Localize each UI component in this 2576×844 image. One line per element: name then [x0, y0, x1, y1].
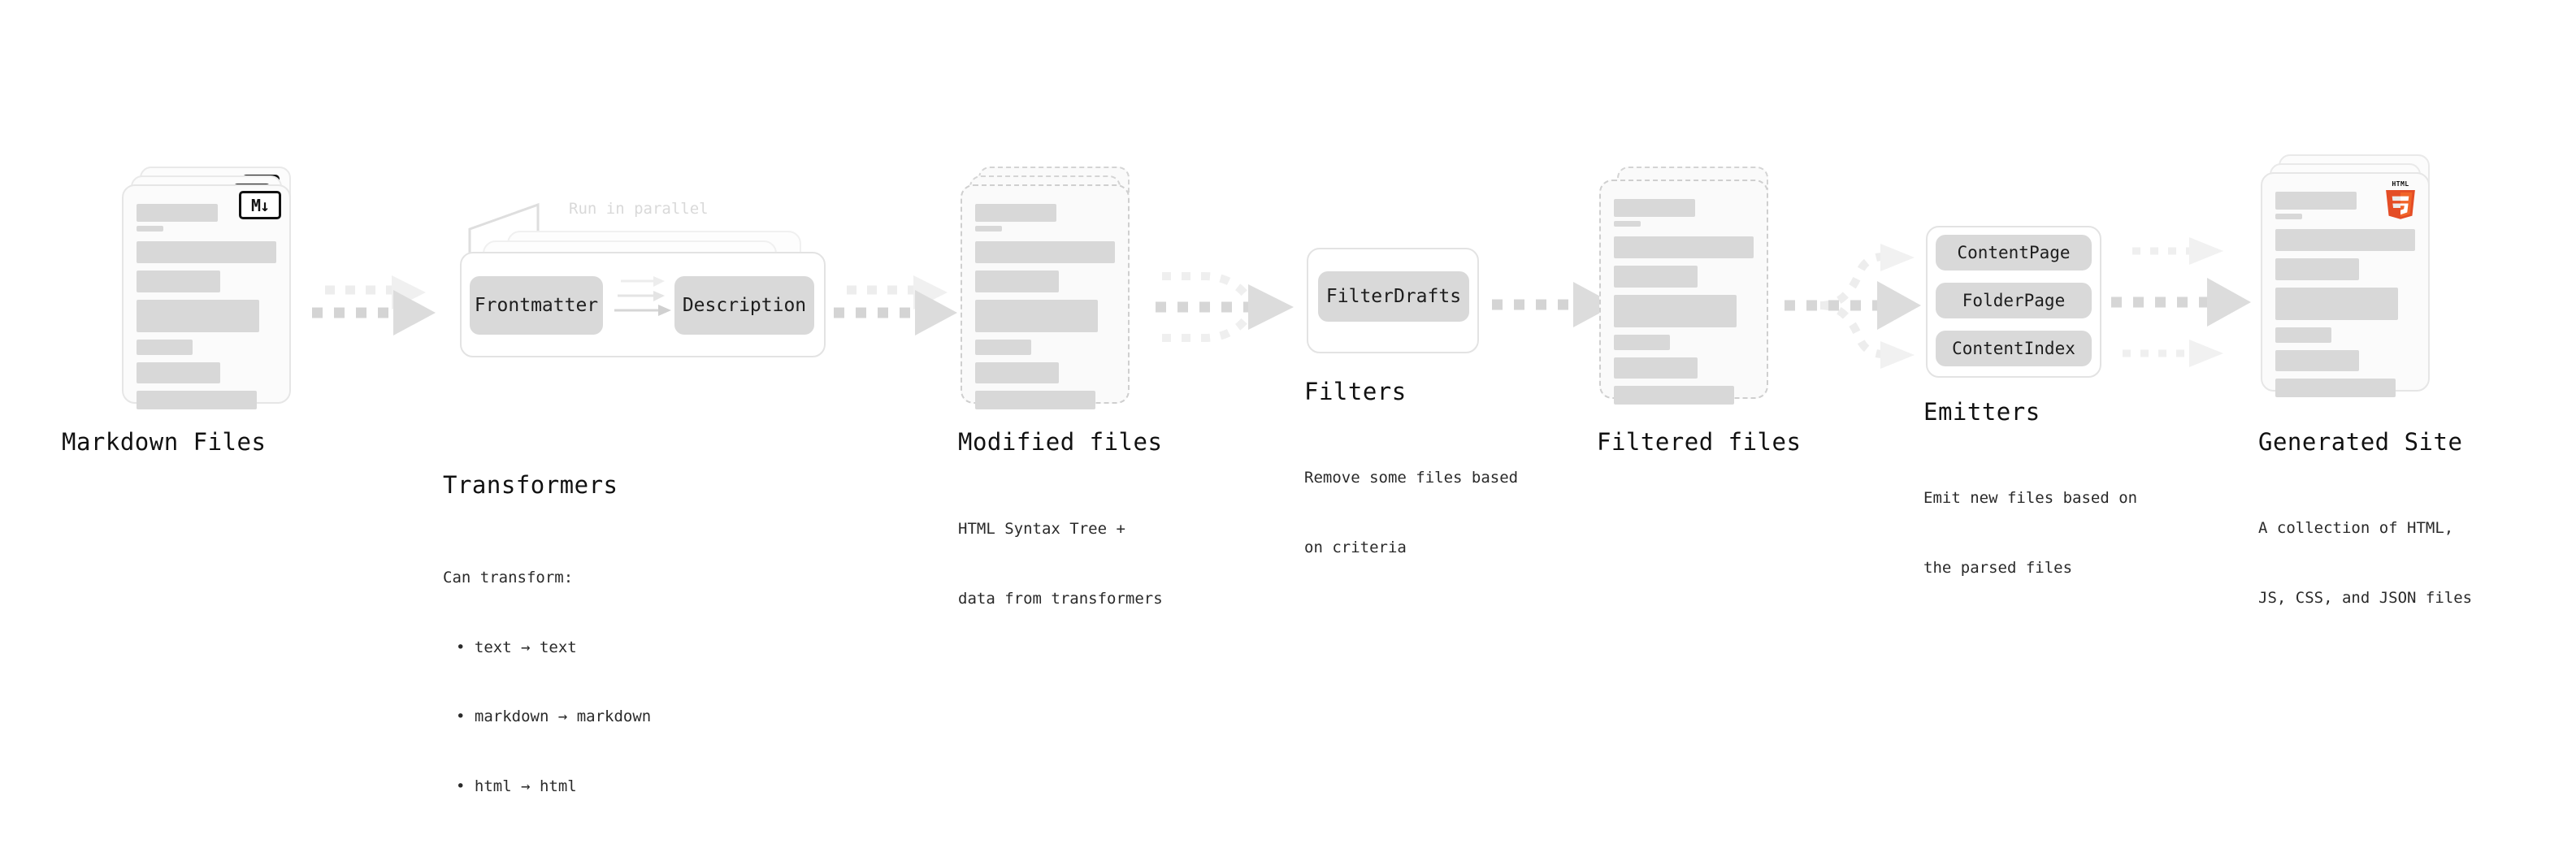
- card-bar: [975, 391, 1095, 409]
- arrow-emitters-to-site: [2111, 234, 2257, 372]
- emitters-chip-contentindex[interactable]: ContentIndex: [1936, 331, 2092, 366]
- card-bar: [137, 300, 260, 332]
- card-bar: [2275, 379, 2396, 397]
- stage-markdown-files: M↓ M↓ M↓ Markdown Files: [62, 167, 317, 456]
- emitters-subtitle-line-0: Emit new files based on: [1923, 489, 2138, 507]
- card-bar: [2275, 350, 2360, 371]
- stage-modified-files: Modified files HTML Syntax Tree + data f…: [958, 167, 1163, 608]
- emitters-chip-contentpage[interactable]: ContentPage: [1936, 235, 2092, 271]
- markdown-file-stack: M↓ M↓ M↓: [122, 167, 317, 409]
- arrow-transformers-to-modified: [829, 272, 959, 345]
- card-bar: [2275, 327, 2331, 343]
- transformers-subtitle-head: Can transform:: [443, 569, 574, 586]
- markdown-file-card: M↓: [122, 184, 291, 409]
- card-bar: [975, 300, 1099, 332]
- card-bar: [137, 340, 193, 355]
- filters-subtitle-line-1: on criteria: [1304, 538, 1407, 556]
- card-bar: [2275, 288, 2399, 320]
- emitters-subtitle-line-1: the parsed files: [1923, 558, 2073, 577]
- filters-subtitle-line-0: Remove some files based: [1304, 469, 1519, 487]
- generated-site-stack: CSS HTML: [2261, 154, 2456, 397]
- markdown-badge: M↓: [239, 191, 281, 219]
- transformers-subtitle-item-2: • html → html: [456, 777, 577, 795]
- generated-site-subtitle-line-0: A collection of HTML,: [2258, 519, 2454, 537]
- card-bar: [1614, 357, 1698, 379]
- filtered-file-card: [1599, 180, 1768, 405]
- stage-title-modified-files: Modified files: [958, 428, 1163, 456]
- card-bar: [975, 271, 1060, 292]
- transformers-subtitle: Can transform: • text → text • markdown …: [443, 520, 651, 844]
- stage-title-markdown-files: Markdown Files: [62, 428, 267, 456]
- arrow-filters-to-filtered: [1487, 280, 1617, 329]
- card-bar: [2275, 229, 2415, 251]
- stage-title-generated-site: Generated Site: [2258, 428, 2463, 456]
- modified-file-stack: [961, 167, 1156, 409]
- transformers-subtitle-item-1: • markdown → markdown: [456, 708, 652, 725]
- card-bar: [137, 362, 221, 383]
- card-bar: [975, 204, 1056, 222]
- modified-files-subtitle: HTML Syntax Tree + data from transformer…: [958, 471, 1163, 656]
- modified-files-subtitle-line-0: HTML Syntax Tree +: [958, 520, 1125, 538]
- card-bar: [2275, 214, 2302, 219]
- stage-title-transformers: Transformers: [443, 471, 618, 499]
- modified-file-card: [961, 184, 1130, 409]
- card-bar: [137, 241, 276, 263]
- markdown-card-holder: M↓: [122, 184, 291, 409]
- card-bar: [1614, 295, 1737, 327]
- card-bar: [1614, 199, 1695, 217]
- card-bar: [137, 271, 221, 292]
- emitters-subtitle: Emit new files based on the parsed files: [1923, 440, 2137, 625]
- transformer-chip-frontmatter[interactable]: Frontmatter: [470, 276, 603, 335]
- arrow-markdown-to-transformers: [307, 272, 437, 345]
- card-bar: [1614, 236, 1754, 258]
- arrow-modified-to-filters: [1138, 258, 1300, 364]
- card-bar: [1614, 335, 1670, 350]
- arrow-filtered-to-emitters: [1778, 236, 1924, 374]
- card-bar: [2275, 192, 2357, 210]
- transformers-subtitle-item-0: • text → text: [456, 638, 577, 656]
- filtered-file-stack: [1599, 167, 1794, 405]
- filtered-card-holder: [1599, 180, 1768, 405]
- stage-title-filters: Filters: [1304, 378, 1407, 405]
- card-bar: [1614, 221, 1641, 227]
- filters-chip-filterdrafts[interactable]: FilterDrafts: [1318, 271, 1469, 322]
- modified-card-holder: [961, 184, 1130, 409]
- card-bar: [975, 241, 1115, 263]
- generated-site-card: HTML: [2261, 172, 2430, 397]
- generated-site-subtitle-line-1: JS, CSS, and JSON files: [2258, 588, 2473, 607]
- site-card-holder: HTML: [2261, 172, 2430, 397]
- generated-site-subtitle: A collection of HTML, JS, CSS, and JSON …: [2258, 470, 2472, 656]
- card-bar: [137, 391, 257, 409]
- card-bar: [975, 340, 1031, 355]
- card-bar: [1614, 386, 1734, 405]
- stage-title-emitters: Emitters: [1923, 398, 2040, 426]
- stage-generated-site: CSS HTML: [2258, 154, 2472, 607]
- modified-files-subtitle-line-1: data from transformers: [958, 589, 1163, 608]
- stage-filtered-files: Filtered files: [1597, 167, 1801, 456]
- svg-text:HTML: HTML: [2392, 180, 2409, 188]
- emitters-chip-folderpage[interactable]: FolderPage: [1936, 283, 2092, 318]
- run-in-parallel-bracket: [468, 202, 540, 257]
- card-bar: [975, 226, 1002, 232]
- run-in-parallel-label: Run in parallel: [569, 200, 709, 218]
- card-bar: [137, 226, 163, 232]
- stage-title-filtered-files: Filtered files: [1597, 428, 1802, 456]
- card-bar: [1614, 266, 1698, 288]
- transformer-chip-description[interactable]: Description: [674, 276, 814, 335]
- transformer-inner-arrows: [614, 276, 671, 316]
- html5-icon: HTML: [2386, 180, 2415, 219]
- card-bar: [2275, 258, 2360, 280]
- pipeline-diagram: M↓ M↓ M↓ Markdown Files: [62, 154, 2472, 795]
- filters-subtitle: Remove some files based on criteria: [1304, 420, 1518, 605]
- card-bar: [975, 362, 1060, 383]
- card-bar: [137, 204, 218, 222]
